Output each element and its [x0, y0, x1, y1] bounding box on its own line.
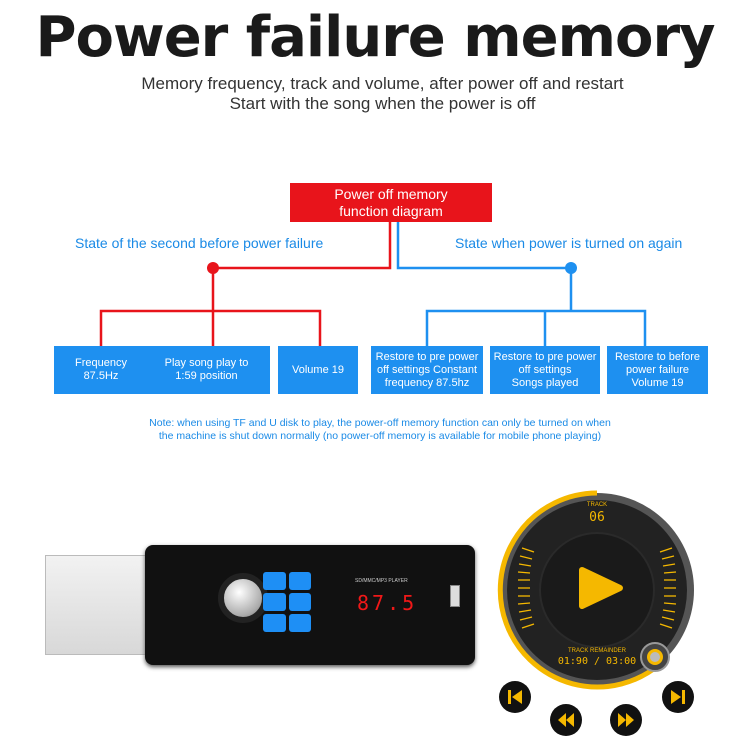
- progress-arc: [497, 490, 662, 690]
- prev-track-button[interactable]: [499, 681, 531, 713]
- track-label: TRACK: [586, 502, 608, 508]
- volume-knob[interactable]: [218, 573, 268, 623]
- rewind-button[interactable]: [550, 704, 582, 736]
- red-dot: [207, 262, 219, 274]
- frequency-display: 87.5: [357, 591, 418, 615]
- radio-chassis: [45, 555, 155, 655]
- blue-connector-lines: [396, 222, 647, 346]
- box-frequency: Frequency 87.5Hz: [54, 346, 148, 394]
- box-restore-frequency: Restore to pre power off settings Consta…: [371, 346, 483, 394]
- box-restore-volume: Restore to before power failure Volume 1…: [607, 346, 708, 394]
- play-icon[interactable]: [579, 567, 623, 609]
- fast-forward-button[interactable]: [610, 704, 642, 736]
- box-restore-songs: Restore to pre power off settings Songs …: [490, 346, 600, 394]
- level-meters: [517, 547, 677, 629]
- root-text: Power off memory function diagram: [334, 186, 448, 219]
- note-text: Note: when using TF and U disk to play, …: [149, 417, 611, 442]
- remainder-label: TRACK REMAINDER: [567, 648, 626, 654]
- car-radio: SD/MMC/MP3 PLAYER 87.5: [45, 545, 475, 670]
- box-play-position: Play song play to 1:59 position: [143, 346, 270, 394]
- page-title: Power failure memory: [35, 5, 715, 70]
- box-volume: Volume 19: [278, 346, 358, 394]
- subtitle-line-2: Start with the song when the power is of…: [229, 94, 536, 113]
- left-branch-label: State of the second before power failure: [75, 235, 324, 251]
- blue-buttons[interactable]: [263, 572, 311, 632]
- radio-model-label: SD/MMC/MP3 PLAYER: [355, 578, 408, 584]
- red-connector-lines: [99, 222, 392, 346]
- usb-port: [450, 585, 460, 607]
- blue-dot: [565, 262, 577, 274]
- track-number: 06: [589, 510, 605, 525]
- subtitle-line-1: Memory frequency, track and volume, afte…: [141, 74, 624, 93]
- right-branch-label: State when power is turned on again: [455, 235, 683, 251]
- next-track-button[interactable]: [662, 681, 694, 713]
- root-box: Power off memory function diagram: [290, 183, 492, 222]
- time-readout: 01:90 / 03:00: [557, 656, 637, 667]
